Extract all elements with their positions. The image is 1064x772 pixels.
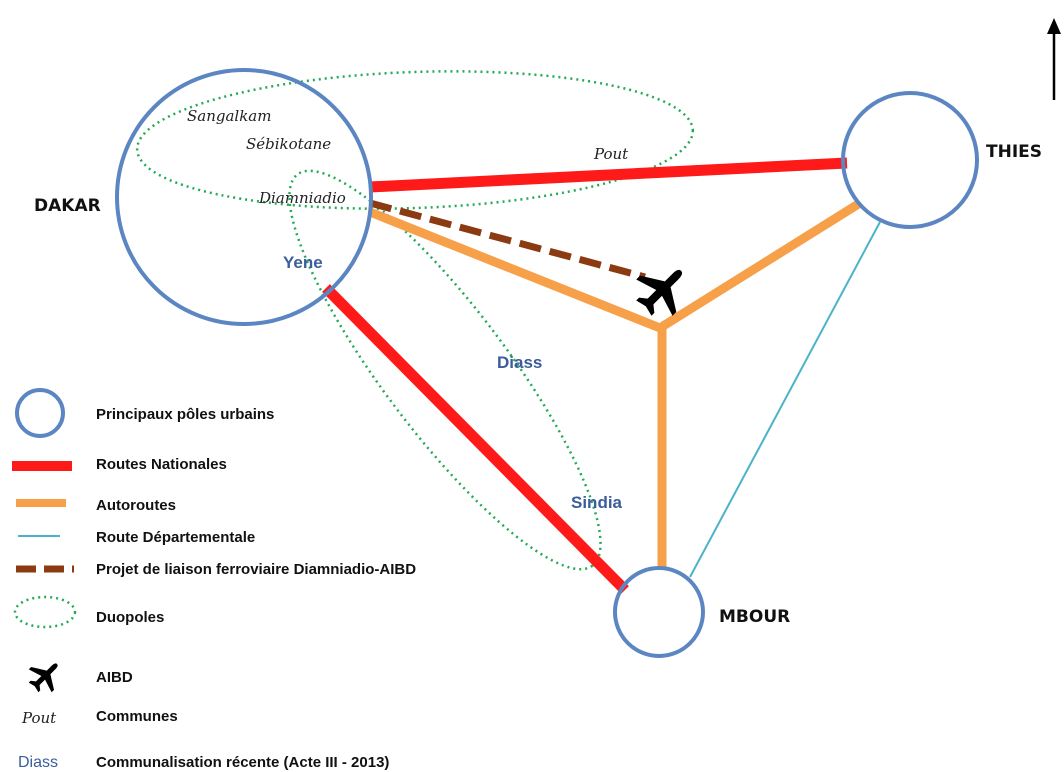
recent-commune-yene: Yene — [283, 253, 323, 272]
legend-airplane-icon — [28, 663, 58, 693]
airplane-icon — [636, 269, 683, 316]
legend-label-routes-nationales: Routes Nationales — [96, 456, 227, 473]
route-nationale-dakar-mbour — [322, 284, 629, 594]
route-departementale-thies-mbour — [689, 221, 881, 578]
legend-label-communes: Communes — [96, 708, 178, 725]
legend-duopole-symbol — [13, 595, 77, 629]
route-nationale-dakar-thies — [369, 157, 848, 193]
pole-label-mbour: MBOUR — [719, 607, 790, 627]
rail-project-diamniadio-aibd — [369, 199, 646, 281]
pole-thies-circle — [841, 91, 979, 229]
pole-label-thies: THIES — [986, 142, 1042, 162]
commune-diamniadio: Diamniadio — [258, 189, 346, 207]
north-arrow-icon — [1047, 18, 1061, 100]
duopole-dakar-mbour — [288, 169, 602, 571]
legend-label-aibd: AIBD — [96, 669, 133, 686]
legend-label-poles: Principaux pôles urbains — [96, 406, 274, 423]
legend-pole-symbol — [15, 388, 65, 438]
legend-label-duopoles: Duopoles — [96, 609, 164, 626]
commune-sebikotane: Sébikotane — [246, 135, 331, 153]
legend-label-autoroutes: Autoroutes — [96, 497, 176, 514]
legend-label-route-departementale: Route Départementale — [96, 529, 255, 546]
recent-commune-diass: Diass — [497, 353, 542, 372]
legend-recent-sample: Diass — [18, 754, 58, 771]
commune-sangalkam: Sangalkam — [187, 107, 271, 125]
pole-mbour-circle — [613, 566, 705, 658]
pole-label-dakar: DAKAR — [34, 196, 101, 216]
commune-pout: Pout — [593, 145, 629, 163]
legend: Principaux pôles urbains Routes National… — [12, 388, 416, 771]
legend-communes-sample: Pout — [21, 709, 57, 727]
legend-label-projet-ferroviaire: Projet de liaison ferroviaire Diamniadio… — [96, 561, 416, 578]
recent-commune-sindia: Sindia — [571, 493, 623, 512]
legend-label-recent: Communalisation récente (Acte III - 2013… — [96, 754, 389, 771]
duopole-dakar-thies — [135, 70, 695, 210]
pole-dakar-circle — [115, 68, 373, 326]
